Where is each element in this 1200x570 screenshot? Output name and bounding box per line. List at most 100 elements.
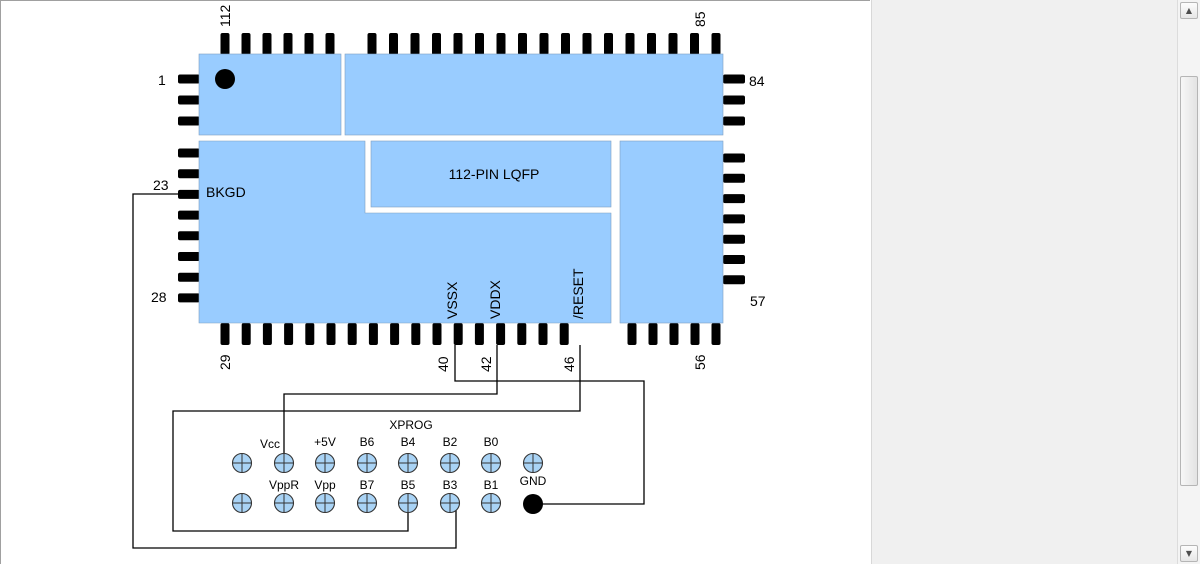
connector-pad	[273, 492, 295, 514]
chip-pin	[723, 255, 745, 264]
scroll-up-button[interactable]: ▲	[1180, 2, 1198, 19]
chevron-up-icon: ▲	[1185, 6, 1193, 15]
connector-pad	[397, 452, 419, 474]
pin-number-84: 84	[749, 73, 765, 89]
pin-label-bkgd: BKGD	[206, 184, 246, 200]
chip-pin	[539, 33, 549, 55]
chip-pin	[178, 231, 200, 241]
pin-number-112: 112	[217, 4, 233, 27]
chip-block-top-right	[344, 53, 724, 136]
connector-pad	[273, 452, 295, 474]
side-panel	[871, 0, 1177, 564]
chip-pin	[723, 116, 745, 126]
pin-number-56: 56	[692, 354, 708, 370]
chip-pin	[711, 33, 721, 55]
connector-top-label-3: B4	[401, 435, 416, 449]
wire	[283, 345, 498, 463]
chip-pin	[178, 210, 200, 220]
pin-number-42: 42	[478, 356, 494, 372]
connector-top-label-4: B2	[443, 435, 458, 449]
connector-bottom-label-1: Vpp	[314, 478, 336, 492]
chip-pin	[647, 33, 656, 55]
pin-number-40: 40	[435, 356, 451, 372]
connector-pad	[439, 452, 461, 474]
chip-pin	[178, 189, 200, 199]
chip-pin	[283, 33, 293, 55]
chip-pin	[389, 33, 398, 55]
pin-label-reset: /RESET	[570, 268, 586, 319]
chip-pin	[326, 323, 336, 345]
pin1-marker	[215, 69, 235, 89]
chip-pin	[723, 153, 745, 163]
connector-top-label-5: B0	[484, 435, 499, 449]
chip-pin	[723, 194, 745, 204]
connector-top-label-2: B6	[360, 435, 375, 449]
connector-top-label-0: Vcc	[260, 437, 280, 451]
chip-pin	[474, 323, 484, 345]
connector-pad	[314, 492, 336, 514]
connector-gnd-label: GND	[520, 474, 547, 488]
gnd-pad	[523, 494, 543, 514]
chip-pin	[241, 323, 251, 345]
chip-pin	[220, 33, 230, 55]
connector-title: XPROG	[389, 418, 432, 432]
chip-pin	[517, 323, 527, 345]
chip-pin	[604, 33, 613, 55]
chip-pin	[220, 323, 230, 345]
chip-pin	[411, 323, 421, 345]
wire	[454, 345, 645, 505]
chip-pin	[453, 323, 463, 345]
chip-pin	[178, 116, 200, 126]
connector-bottom-label-0: VppR	[269, 478, 299, 492]
chip-pin	[496, 33, 506, 55]
chip-pin	[582, 33, 592, 55]
scrollbar-thumb[interactable]	[1180, 76, 1198, 486]
chip-pin	[262, 323, 272, 345]
chip-pin	[723, 214, 745, 224]
connector-pad	[439, 492, 461, 514]
chip-pin	[723, 275, 745, 285]
chip-pin	[432, 323, 442, 345]
chip-pin	[723, 74, 745, 84]
pin-number-57: 57	[750, 293, 766, 309]
chip-pin	[262, 33, 272, 55]
connector-pad	[231, 452, 253, 474]
chip-pin	[178, 293, 200, 303]
chip-pin	[690, 33, 699, 55]
connector-pad	[356, 492, 378, 514]
chip-pins	[178, 33, 745, 345]
chip-pin	[284, 323, 294, 345]
chip-pin	[347, 323, 357, 345]
chip-pin	[368, 323, 378, 345]
wires	[132, 193, 645, 549]
chip-pin	[518, 33, 527, 55]
pin-number-85: 85	[692, 11, 708, 27]
chip-pin	[723, 173, 745, 183]
chip-pin	[178, 74, 200, 84]
chip-pin	[475, 33, 484, 55]
scroll-down-button[interactable]: ▼	[1180, 545, 1198, 562]
pin-number-28: 28	[151, 289, 167, 305]
connector-pad	[314, 452, 336, 474]
chip-pin	[538, 323, 548, 345]
wire	[132, 193, 457, 549]
connector-pad	[522, 452, 544, 474]
connector-pad	[397, 492, 419, 514]
connector-pad	[480, 492, 502, 514]
pin-number-1: 1	[158, 72, 166, 88]
schematic-diagram: 112-PIN LQFP BKGD VSSX VDDX /RESET 1 23 …	[132, 4, 766, 549]
chip-pin	[305, 323, 315, 345]
chip-pin	[627, 323, 637, 345]
chip-pin	[178, 148, 200, 158]
chip-block-top-left	[198, 53, 342, 136]
pin-number-29: 29	[217, 354, 233, 370]
chip-pin	[496, 323, 506, 345]
chip-body	[198, 53, 724, 324]
chip-pin	[432, 33, 441, 55]
connector-pad	[356, 452, 378, 474]
connector-bottom-label-4: B3	[443, 478, 458, 492]
chip-pin	[561, 33, 570, 55]
vertical-scrollbar[interactable]: ▲ ▼	[1177, 0, 1200, 564]
pin-label-vddx: VDDX	[487, 279, 503, 319]
connector-bottom-label-3: B5	[401, 478, 416, 492]
